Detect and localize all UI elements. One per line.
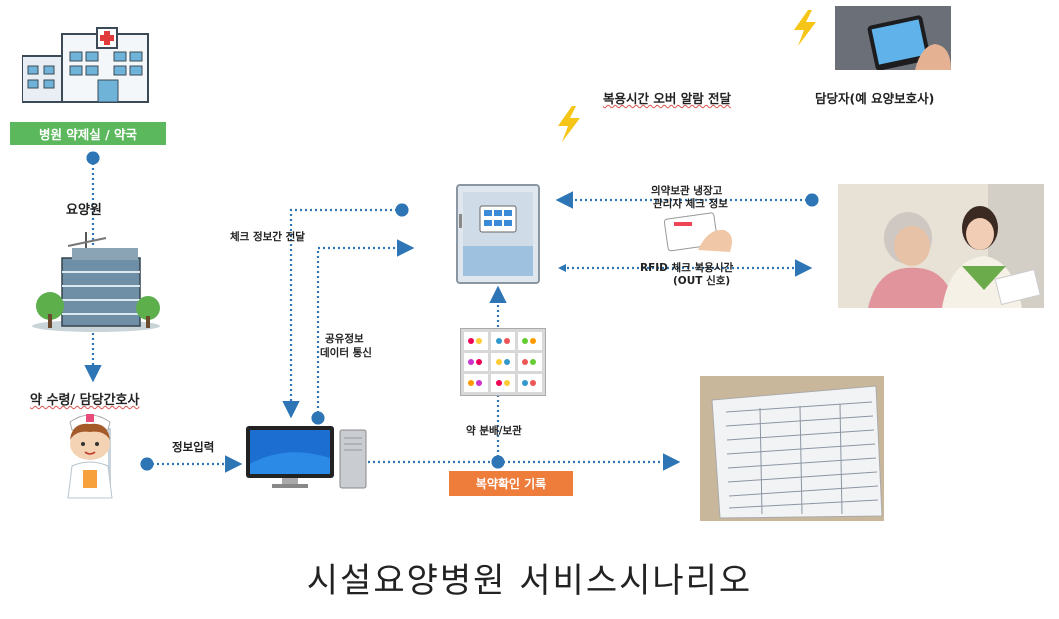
office-building-icon <box>28 228 164 332</box>
caregiver-label: 담당자(예 요양보호사) <box>815 91 935 106</box>
rfid-card-icon <box>660 210 740 256</box>
fridge-check-label-1: 의약보관 냉장고 <box>651 185 723 197</box>
nurse-icon <box>50 408 130 500</box>
arrow-check-info <box>282 203 409 419</box>
record-sheet-icon <box>700 376 884 521</box>
arrow-shared-info <box>311 239 415 425</box>
nurse-label: 약 수령/ 담당간호사 <box>30 393 140 408</box>
overtime-alarm-label: 복용시간 오버 알람 전달 <box>603 91 732 106</box>
shared-info-label-2: 데이터 통신 <box>320 347 372 359</box>
hospital-icon <box>21 26 162 104</box>
medicine-packs-icon <box>460 328 546 396</box>
medicine-storage-label: 약 분배/보관 <box>466 425 522 437</box>
check-info-transfer-label: 체크 정보간 전달 <box>230 231 305 243</box>
info-input-label: 정보입력 <box>172 440 215 454</box>
rfid-label-2: (OUT 신호) <box>673 275 731 287</box>
desktop-computer-icon <box>246 424 370 490</box>
lightning-icon <box>790 10 820 46</box>
rfid-label-1: RFID 체크 복용시간 <box>640 262 734 274</box>
medication-record-label: 복약확인 기록 <box>449 471 573 496</box>
page-title: 시설요양병원 서비스시나리오 <box>306 561 753 601</box>
caregiver-photo <box>838 184 1044 308</box>
lightning-icon <box>554 106 584 142</box>
nursing-home-label: 요양원 <box>66 203 102 218</box>
smartphone-icon <box>835 6 951 70</box>
shared-info-label-1: 공유정보 <box>325 333 364 345</box>
fridge-check-label-2: 관리자 체크 정보 <box>653 198 728 210</box>
pharmacy-label: 병원 약제실 / 약국 <box>10 122 166 145</box>
medicine-fridge-icon <box>456 184 540 284</box>
